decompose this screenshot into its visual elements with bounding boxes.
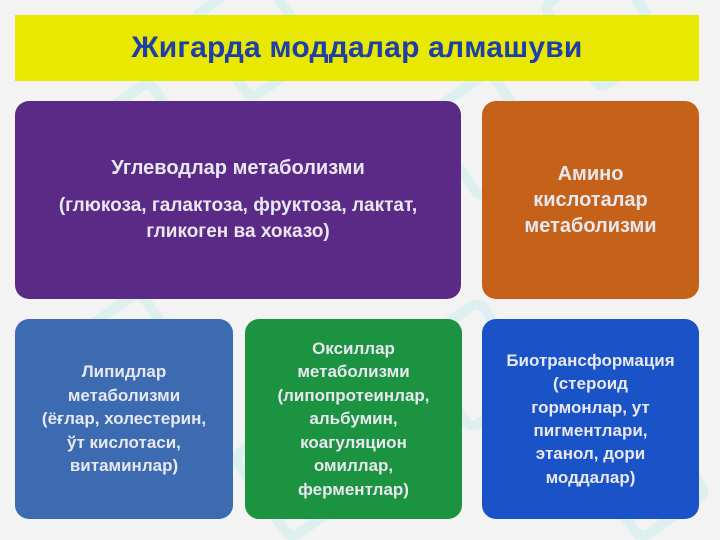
amino-acid-metabolism-box: Амино кислоталар метаболизми [482, 101, 699, 299]
biotransformation-text: Биотрансформация (стероид гормонлар, ут … [506, 350, 675, 487]
amino-acid-text: Амино кислоталар метаболизми [524, 163, 657, 237]
carbohydrate-title: Углеводлар метаболизми [111, 157, 365, 180]
lipid-text: Липидлар метаболизми (ёғлар, холестерин,… [41, 362, 207, 476]
title-bar: Жигарда моддалар алмашуви [15, 15, 699, 81]
carbohydrate-metabolism-box: Углеводлар метаболизми (глюкоза, галакто… [15, 101, 461, 299]
lipid-metabolism-box: Липидлар метаболизми (ёғлар, холестерин,… [15, 319, 233, 519]
biotransformation-box: Биотрансформация (стероид гормонлар, ут … [482, 319, 699, 519]
protein-metabolism-box: Оксиллар метаболизми (липопротеинлар, ал… [245, 319, 462, 519]
carbohydrate-subtitle: (глюкоза, галактоза, фруктоза, лактат, г… [58, 195, 418, 242]
page-title: Жигарда моддалар алмашуви [131, 31, 583, 64]
protein-text: Оксиллар метаболизми (липопротеинлар, ал… [277, 338, 430, 499]
